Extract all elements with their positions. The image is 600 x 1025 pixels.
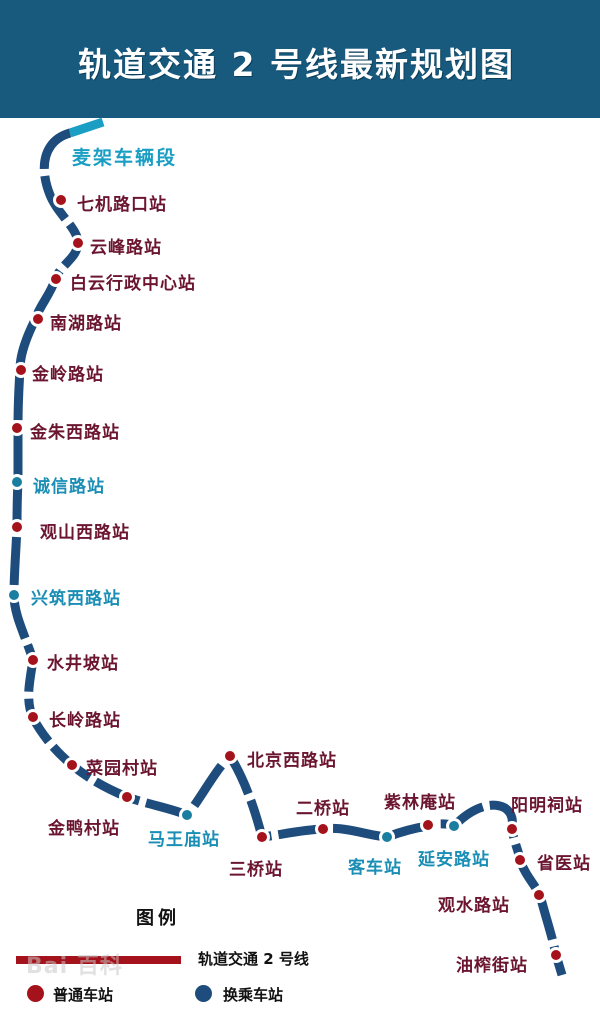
station-label: 紫林庵站 xyxy=(384,793,456,813)
normal-station-icon xyxy=(27,985,44,1002)
station-label: 长岭路站 xyxy=(49,711,121,731)
station-label: 金岭路站 xyxy=(32,365,104,385)
station-label: 省医站 xyxy=(537,854,591,874)
legend-transfer-station: 换乘车站 xyxy=(223,986,284,1004)
title-banner: 轨道交通 2 号线最新规划图 xyxy=(0,0,600,118)
station-label: 水井坡站 xyxy=(47,654,119,674)
station-label: 油榨街站 xyxy=(456,956,528,976)
station-label: 观山西路站 xyxy=(40,523,130,543)
depot-label: 麦架车辆段 xyxy=(72,147,178,169)
station-label: 观水路站 xyxy=(438,896,510,916)
station-label: 南湖路站 xyxy=(50,314,122,334)
station-label: 阳明祠站 xyxy=(511,796,583,816)
watermark: Bai 百科 xyxy=(26,954,123,979)
station-label: 金鸭村站 xyxy=(48,819,120,839)
station-label: 金朱西路站 xyxy=(30,423,120,443)
map-title: 轨道交通 2 号线最新规划图 xyxy=(78,45,515,84)
legend-line-label: 轨道交通 2 号线 xyxy=(198,950,309,968)
station-label: 七机路口站 xyxy=(77,195,167,215)
station-label: 三桥站 xyxy=(229,860,283,880)
legend-normal-station: 普通车站 xyxy=(53,986,114,1004)
legend-line-swatch xyxy=(16,956,181,964)
station-label: 客车站 xyxy=(348,858,402,878)
station-label: 云峰路站 xyxy=(90,238,162,258)
depot-spur xyxy=(68,117,105,138)
station-markers xyxy=(6,192,564,963)
legend-title: 图例 xyxy=(136,908,180,929)
station-label: 菜园村站 xyxy=(86,759,158,779)
station-label: 兴筑西路站 xyxy=(31,589,121,609)
station-label: 诚信路站 xyxy=(33,477,105,497)
station-label: 二桥站 xyxy=(296,799,350,819)
station-label: 延安路站 xyxy=(418,850,490,870)
station-label: 马王庙站 xyxy=(148,830,220,850)
transfer-station-icon xyxy=(195,985,212,1002)
station-label: 白云行政中心站 xyxy=(70,274,196,294)
station-label: 北京西路站 xyxy=(247,751,337,771)
